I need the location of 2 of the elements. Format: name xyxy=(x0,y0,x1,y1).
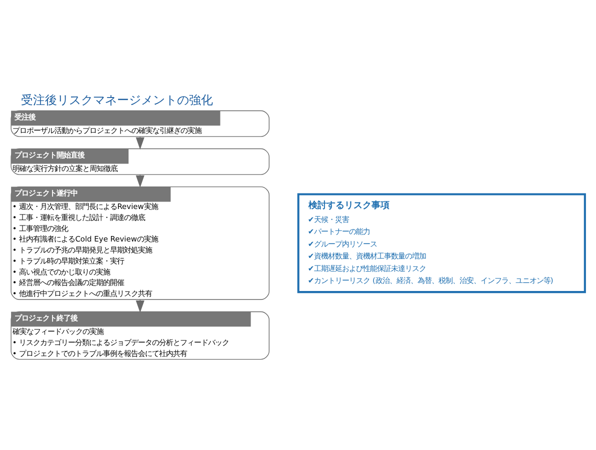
diagram-title: 受注後リスクマネージメントの強化 xyxy=(21,92,214,107)
arrow xyxy=(136,136,144,150)
